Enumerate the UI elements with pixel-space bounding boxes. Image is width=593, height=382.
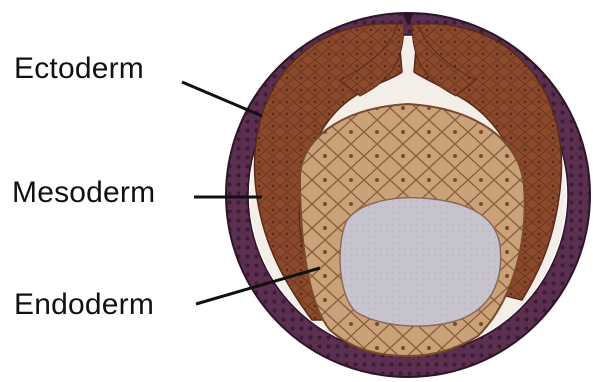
mesoderm-label: Mesoderm <box>12 178 155 208</box>
ectoderm-label: Ectoderm <box>14 54 144 84</box>
ectoderm-pointer-line <box>182 82 262 116</box>
archenteron-cavity <box>340 198 501 326</box>
endoderm-label: Endoderm <box>14 290 154 320</box>
